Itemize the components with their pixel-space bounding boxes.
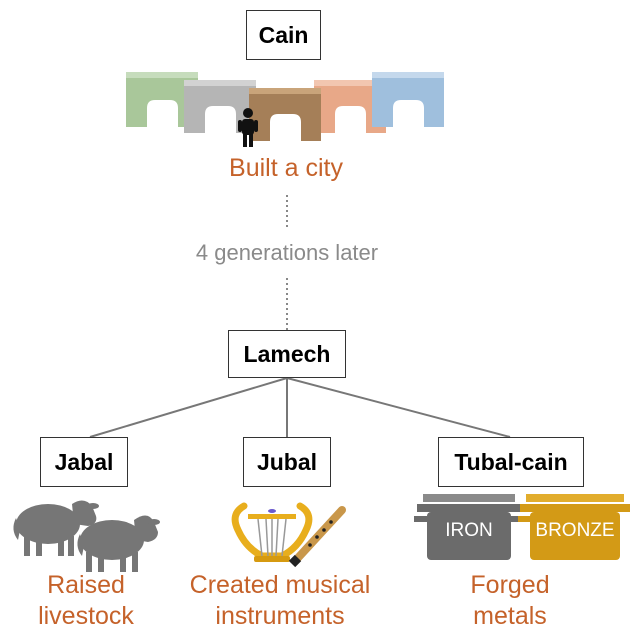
lyre-icon xyxy=(231,502,313,562)
building-brown xyxy=(249,88,321,141)
jabal-name: Jabal xyxy=(54,448,114,475)
bronze-pot-icon xyxy=(518,494,630,560)
cain-box: Cain xyxy=(246,10,321,60)
jabal-caption: Raised livestock xyxy=(6,570,166,632)
branch-line-jabal xyxy=(89,377,288,438)
building-blue xyxy=(372,72,444,127)
jubal-caption: Created musical instruments xyxy=(170,570,390,632)
tubal-cain-caption-line-1: Forged xyxy=(470,571,550,599)
iron-label: IRON xyxy=(445,520,493,541)
jabal-caption-line-2: livestock xyxy=(38,602,134,630)
iron-pot-icon xyxy=(414,494,524,560)
jabal-box: Jabal xyxy=(40,437,128,487)
tubal-cain-name: Tubal-cain xyxy=(454,448,568,475)
jabal-caption-line-1: Raised xyxy=(47,571,125,599)
generations-label: 4 generations later xyxy=(195,240,379,265)
cain-name: Cain xyxy=(258,21,309,48)
cain-caption: Built a city xyxy=(229,154,343,182)
lamech-name: Lamech xyxy=(243,340,331,367)
tubal-cain-caption-line-2: metals xyxy=(473,602,547,630)
jubal-box: Jubal xyxy=(243,437,331,487)
jubal-caption-line-1: Created musical xyxy=(189,571,371,599)
tubal-cain-caption: Forged metals xyxy=(440,570,580,632)
jubal-caption-line-2: instruments xyxy=(215,602,345,630)
branch-line-tubal-cain xyxy=(286,377,511,438)
person-icon xyxy=(238,108,258,147)
lamech-box: Lamech xyxy=(228,330,346,378)
bronze-label: BRONZE xyxy=(535,520,615,541)
jubal-name: Jubal xyxy=(256,448,318,475)
building-gray xyxy=(184,80,256,133)
flute-icon xyxy=(288,506,346,568)
building-peach xyxy=(314,80,386,133)
tubal-cain-box: Tubal-cain xyxy=(438,437,584,487)
building-green xyxy=(126,72,198,127)
